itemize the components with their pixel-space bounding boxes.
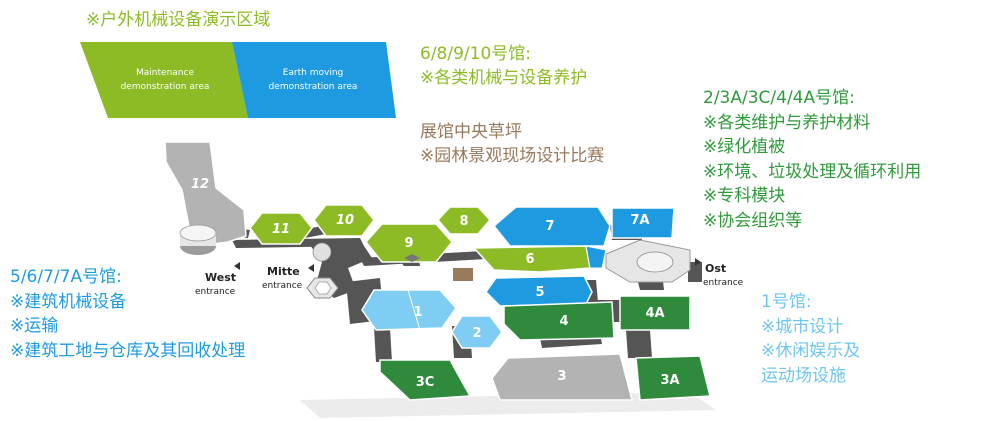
hall-4a[interactable] [619,295,691,331]
maintenance-line1: Maintenance [136,68,194,78]
hall-3-label: 3 [557,369,566,384]
lawn-item: ※园林景观现场设计比赛 [420,146,605,166]
hall-4a-label: 4A [645,306,664,321]
ost-entrance-title: Ost [705,262,726,275]
hall-6-label: 6 [525,252,534,267]
ost-dome [636,251,674,273]
mitte-dome [312,242,332,262]
group-5-item-1: ※建筑机械设备 [10,291,127,312]
hall-10-label: 10 [336,213,354,228]
hall-5-label: 5 [535,285,544,300]
mitte-hub-inner [314,281,332,295]
hall-4-label: 4 [559,314,568,329]
group-5-item-2: ※运输 [10,316,59,336]
hall-4[interactable] [503,301,615,341]
group-1-item-3: 运动场设施 [761,365,846,386]
hall-11-label: 11 [272,222,290,237]
hall-11[interactable] [249,212,313,245]
mitte-entrance-sub: entrance [262,281,303,291]
earth-line1: Earth moving [283,68,344,78]
plaza-marker [404,254,420,262]
hall-3c-label: 3C [416,375,435,390]
group-1-item-1: ※城市设计 [761,316,844,337]
outdoor-title: ※户外机械设备演示区域 [86,10,271,30]
hall-7[interactable] [492,206,611,247]
hall-10[interactable] [313,204,375,237]
hall-6-blue-end [585,245,607,269]
hall-3c[interactable] [379,359,472,401]
west-rotunda-top [179,224,217,242]
ost-arrow-icon [695,258,701,266]
group-2-3a-3c-4-4a: 2/3A/3C/4/4A号馆: ※各类维护与养护材料 ※绿化植被 ※环境、垃圾处… [703,86,921,233]
hall-1-label: 1 [413,305,422,320]
hall-3a-label: 3A [660,373,679,388]
maintenance-area[interactable] [80,42,248,118]
hall-9-label: 9 [404,236,413,251]
earth-moving-area[interactable] [232,42,396,118]
hall-1[interactable] [361,289,457,331]
hall-7a-label: 7A [630,213,649,228]
mitte-arrow-icon [308,264,314,272]
group-6-title: 6/8/9/10号馆: [420,44,531,64]
earth-line2: demonstration area [269,82,358,92]
hall-1-divider [407,289,421,331]
hall-2-label: 2 [472,326,481,341]
group-6-item: ※各类机械与设备养护 [420,68,588,88]
hall-7-label: 7 [545,219,554,234]
hall-8-label: 8 [459,214,468,229]
west-entrance-title: West [205,271,236,284]
group-1-item-2: ※休闲娱乐及 [761,341,861,361]
group-1-title: 1号馆: [761,292,812,312]
group-2-item-4: ※专科模块 [703,186,786,206]
group-1: 1号馆: ※城市设计 ※休闲娱乐及 运动场设施 [761,290,860,388]
group-2-item-5: ※协会组织等 [703,210,803,231]
hall-12[interactable] [164,141,247,247]
hall-2[interactable] [451,315,503,349]
mitte-entrance-title: Mitte [267,265,300,278]
group-6-8-9-10: 6/8/9/10号馆: ※各类机械与设备养护 [420,42,587,90]
hall-3[interactable] [491,353,633,401]
group-5-6-7-7a: 5/6/7/7A号馆: ※建筑机械设备 ※运输 ※建筑工地与仓库及其回收处理 [10,265,245,363]
hall-12-label: 12 [191,177,209,192]
ost-entrance-sub: entrance [703,278,744,288]
west-entrance-sub: entrance [195,287,236,297]
group-2-title: 2/3A/3C/4/4A号馆: [703,88,855,108]
hall-8[interactable] [436,206,492,235]
group-2-item-1: ※各类维护与养护材料 [703,112,871,133]
group-5-item-3: ※建筑工地与仓库及其回收处理 [10,340,246,361]
group-lawn: 展馆中央草坪 ※园林景观现场设计比赛 [420,120,604,168]
central-lawn[interactable] [453,268,473,281]
hall-7a[interactable] [611,207,675,239]
group-2-item-3: ※环境、垃圾处理及循环利用 [703,161,922,182]
hall-3a[interactable] [635,355,711,401]
west-arrow-icon [234,262,240,270]
group-5-title: 5/6/7/7A号馆: [10,267,122,287]
hall-9[interactable] [365,223,453,263]
group-2-item-2: ※绿化植被 [703,137,786,157]
maintenance-line2: demonstration area [121,82,210,92]
lawn-title: 展馆中央草坪 [420,122,522,142]
